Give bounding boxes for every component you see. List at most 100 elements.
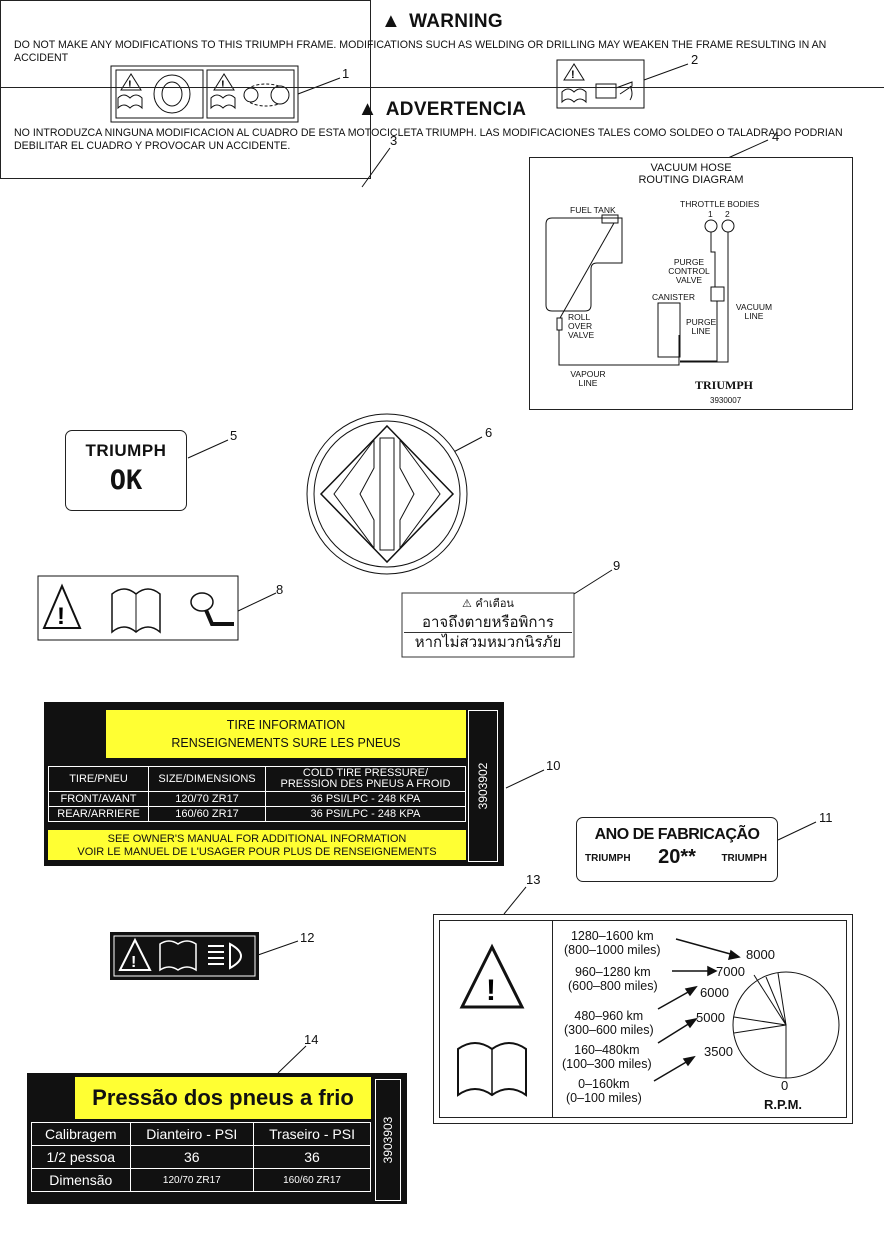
- purge-line-label: PURGE LINE: [686, 317, 717, 336]
- label-9-thai-warning: ⚠ คำเตือน อาจถึงตายหรือพิการ หากไม่สวมหม…: [404, 594, 572, 651]
- label-6-emblem: [306, 413, 468, 575]
- svg-text:!: !: [221, 79, 225, 91]
- cell-rear: REAR/ARRIERE: [47, 806, 150, 822]
- leader-4: [727, 139, 769, 159]
- range-1-miles: (800–1000 miles): [564, 943, 661, 957]
- label-8: !: [37, 575, 239, 641]
- cell-front: FRONT/AVANT: [47, 791, 150, 807]
- cell-rear-size: 160/60 ZR17: [148, 806, 266, 822]
- tire-info-subtitle: RENSEIGNEMENTS SURE LES PNEUS: [171, 736, 401, 750]
- range-2: 960–1280 km(600–800 miles): [568, 965, 658, 993]
- part-code-text: 3903902: [476, 762, 490, 810]
- label-9-box: [401, 592, 575, 658]
- vacuum-title-line1: VACUUM HOSE: [650, 162, 732, 174]
- year-title: ANO DE FABRICAÇÃO: [594, 826, 760, 843]
- manual-book-icon-5: [159, 940, 197, 972]
- headlight-icon: [229, 942, 242, 970]
- callout-8: 8: [276, 582, 284, 597]
- rpm-0: 0: [781, 1078, 789, 1093]
- table-row: 1/2 pessoa 36 36: [31, 1145, 371, 1169]
- label-10-part-code: 3903902: [468, 710, 498, 862]
- triumph-logo-right: TRIUMPH: [721, 853, 767, 864]
- range-4: 160–480km(100–300 miles): [562, 1043, 652, 1071]
- callout-14: 14: [304, 1032, 319, 1047]
- range-2-miles: (600–800 miles): [568, 979, 658, 993]
- vapour-line-label: VAPOUR LINE: [570, 369, 606, 388]
- rpm-8000: 8000: [746, 947, 775, 962]
- rpm-7000: 7000: [716, 964, 745, 979]
- range-5-km: 0–160km: [578, 1077, 630, 1091]
- leader-11: [777, 821, 817, 841]
- throttle-bodies-label: THROTTLE BODIES: [680, 199, 760, 209]
- leader-14: [277, 1045, 307, 1074]
- warning-title: WARNING: [409, 11, 504, 32]
- callout-1: 1: [342, 66, 350, 81]
- label-12: !: [110, 932, 259, 980]
- advertencia-title: ADVERTENCIA: [385, 99, 527, 120]
- roll-over-valve-label: ROLL OVER VALVE: [568, 312, 595, 340]
- triumph-logo-left: TRIUMPH: [585, 853, 631, 864]
- range-1: 1280–1600 km(800–1000 miles): [564, 929, 661, 957]
- svg-text:!: !: [57, 603, 65, 630]
- callout-12: 12: [300, 930, 315, 945]
- callout-6: 6: [485, 425, 493, 440]
- label-2: !: [556, 59, 645, 109]
- manual-book-icon-2: [210, 94, 236, 110]
- range-3-miles: (300–600 miles): [564, 1023, 654, 1037]
- callout-10: 10: [546, 758, 561, 773]
- leader-1: [297, 77, 341, 95]
- footer-line-1: SEE OWNER'S MANUAL FOR ADDITIONAL INFORM…: [107, 833, 407, 845]
- warning-section: ▲WARNING DO NOT MAKE ANY MODIFICATIONS T…: [0, 0, 884, 88]
- break-in-divider: [552, 921, 553, 1117]
- label-4-vacuum-hose-diagram: VACUUM HOSE ROUTING DIAGRAM FUEL TANK TH…: [529, 157, 853, 410]
- pt-cell-front-psi: 36: [129, 1145, 255, 1169]
- thai-title-text: คำเตือน: [475, 597, 514, 610]
- warning-triangle-icon-7: ▲: [357, 98, 378, 120]
- advertencia-section: ▲ADVERTENCIA NO INTRODUZCA NINGUNA MODIF…: [0, 88, 884, 177]
- cell-rear-pressure: 36 PSI/LPC - 248 KPA: [264, 806, 467, 822]
- thai-title: ⚠ คำเตือน: [404, 594, 572, 612]
- break-in-inner: [439, 920, 847, 1118]
- ok-text: OK: [109, 465, 143, 496]
- table-row: Calibragem Dianteiro - PSI Traseiro - PS…: [31, 1122, 371, 1146]
- warning-text: DO NOT MAKE ANY MODIFICATIONS TO THIS TR…: [14, 39, 827, 64]
- break-in-drawing: !: [457, 938, 840, 1097]
- svg-text:!: !: [128, 79, 132, 91]
- label-14-part-code: 3903903: [375, 1079, 401, 1201]
- tire-info-footer: SEE OWNER'S MANUAL FOR ADDITIONAL INFORM…: [48, 830, 466, 860]
- mirror-icon: [190, 592, 214, 612]
- leader-5: [187, 439, 229, 459]
- throttle-body-2-label: 2: [725, 209, 730, 219]
- range-3-km: 480–960 km: [574, 1009, 644, 1023]
- warning-triangle-icon-4: [42, 583, 82, 629]
- column-size: SIZE/DIMENSIONS: [148, 766, 266, 792]
- leader-3: [361, 147, 391, 188]
- manual-book-icon-3: [561, 88, 587, 104]
- leader-12: [257, 940, 299, 956]
- range-4-miles: (100–300 miles): [562, 1057, 652, 1071]
- pt-col-dianteiro: Dianteiro - PSI: [129, 1122, 255, 1146]
- pt-cell-rear-psi: 36: [253, 1145, 371, 1169]
- label-3-frame-warning: ▲ WARNING DO NOT MAKE ANY MODIFICATIONS T…: [0, 0, 884, 179]
- pt-col-traseiro: Traseiro - PSI: [253, 1122, 371, 1146]
- canister-label: CANISTER: [652, 292, 695, 302]
- label-11-year-of-manufacture: ANO DE FABRICAÇÃO TRIUMPH 20** TRIUMPH: [576, 817, 778, 882]
- callout-2: 2: [691, 52, 699, 67]
- leader-10: [505, 769, 545, 789]
- warning-triangle-icon-8: ⚠: [462, 597, 472, 610]
- purge-control-valve-label: PURGE CONTROL VALVE: [668, 257, 710, 285]
- range-5-miles: (0–100 miles): [566, 1091, 642, 1105]
- warning-triangle-icon: [120, 73, 142, 91]
- table-row: Dimensão 120/70 ZR17 160/60 ZR17: [31, 1168, 371, 1192]
- label-10-tire-information: TIRE INFORMATION RENSEIGNEMENTS SURE LES…: [44, 702, 504, 866]
- tire-info-heading: TIRE INFORMATION RENSEIGNEMENTS SURE LES…: [106, 710, 466, 758]
- triumph-logo: TRIUMPH: [695, 378, 753, 392]
- year-row: TRIUMPH 20** TRIUMPH: [577, 844, 777, 874]
- pt-cell-pessoa: 1/2 pessoa: [31, 1145, 131, 1169]
- advertencia-heading: ▲ ADVERTENCIA: [14, 98, 870, 121]
- part-code-text-14: 3903903: [381, 1116, 395, 1164]
- warning-triangle-icon-9: [459, 943, 525, 1009]
- leader-2: [643, 63, 689, 81]
- hose-routing-drawing: [545, 214, 735, 366]
- svg-text:!: !: [486, 974, 496, 1007]
